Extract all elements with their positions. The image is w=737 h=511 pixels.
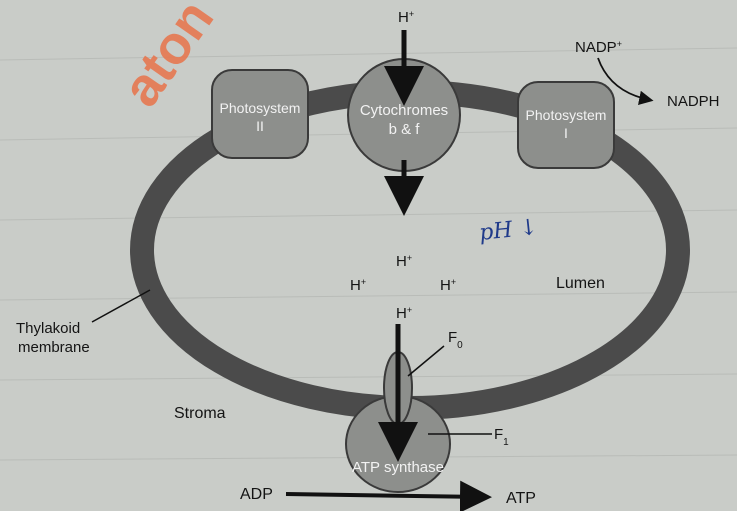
cytochromes-subtitle: b & f: [389, 121, 421, 138]
adp-to-atp-arrow: [286, 494, 484, 497]
photosystem-i: Photosystem I: [518, 82, 614, 168]
nadph-label: NADPH: [667, 93, 720, 110]
photosystem-ii-number: II: [256, 118, 264, 134]
f0-pointer-line: [408, 346, 444, 376]
thylakoid-pointer-line: [92, 290, 150, 322]
atp-label: ATP: [506, 490, 536, 507]
photosystem-ii-label: Photosystem: [220, 100, 301, 116]
lumen-label: Lumen: [556, 275, 605, 292]
lumen-proton-3: H+: [440, 277, 456, 294]
handwritten-ph-note: pH ↓: [478, 215, 539, 246]
adp-label: ADP: [240, 486, 273, 503]
watermark-text: aton: [111, 0, 226, 117]
f1-label: F1: [494, 426, 509, 448]
nadp-label: NADP+: [575, 39, 622, 56]
stroma-label: Stroma: [174, 405, 226, 422]
proton-top-label: H+: [398, 9, 414, 26]
thylakoid-label-line1: Thylakoid: [16, 320, 80, 337]
photosystem-i-number: I: [564, 125, 568, 141]
photosystem-ii: Photosystem II: [212, 70, 308, 158]
lumen-proton-1: H+: [396, 253, 412, 270]
photosystem-i-label: Photosystem: [526, 107, 607, 123]
cytochromes-label: Cytochromes: [360, 102, 448, 119]
atp-synthase-label: ATP synthase: [352, 459, 444, 476]
f0-label: F0: [448, 329, 463, 351]
thylakoid-label-line2: membrane: [18, 339, 90, 356]
lumen-proton-2: H+: [350, 277, 366, 294]
